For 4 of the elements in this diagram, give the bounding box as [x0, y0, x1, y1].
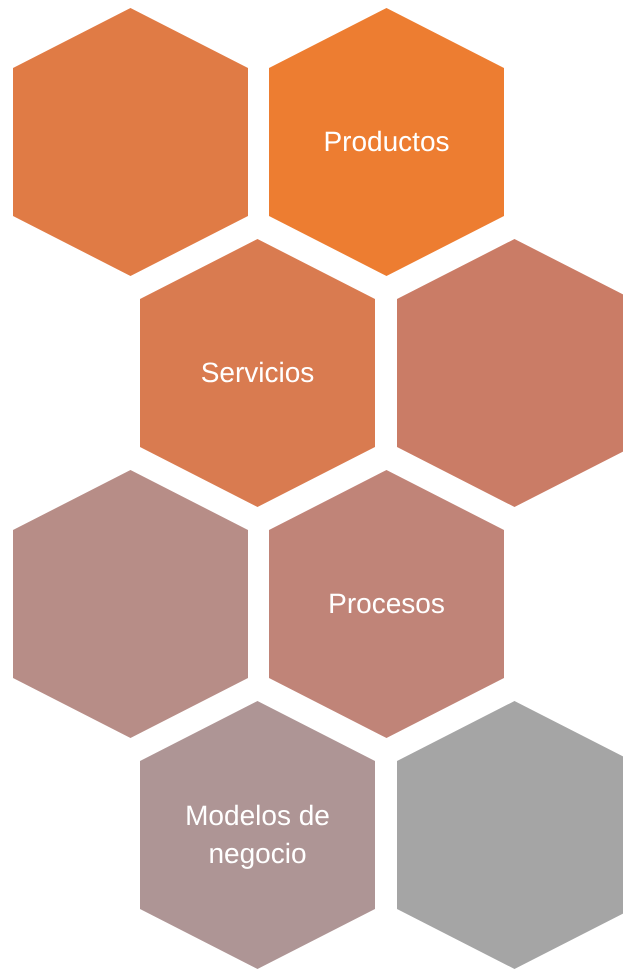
hexagon-label: Modelos de negocio — [184, 799, 331, 871]
hexagon-label: Productos — [322, 125, 451, 159]
hexagon-label: Servicios — [200, 356, 316, 390]
hexagon-label: Procesos — [327, 587, 446, 621]
